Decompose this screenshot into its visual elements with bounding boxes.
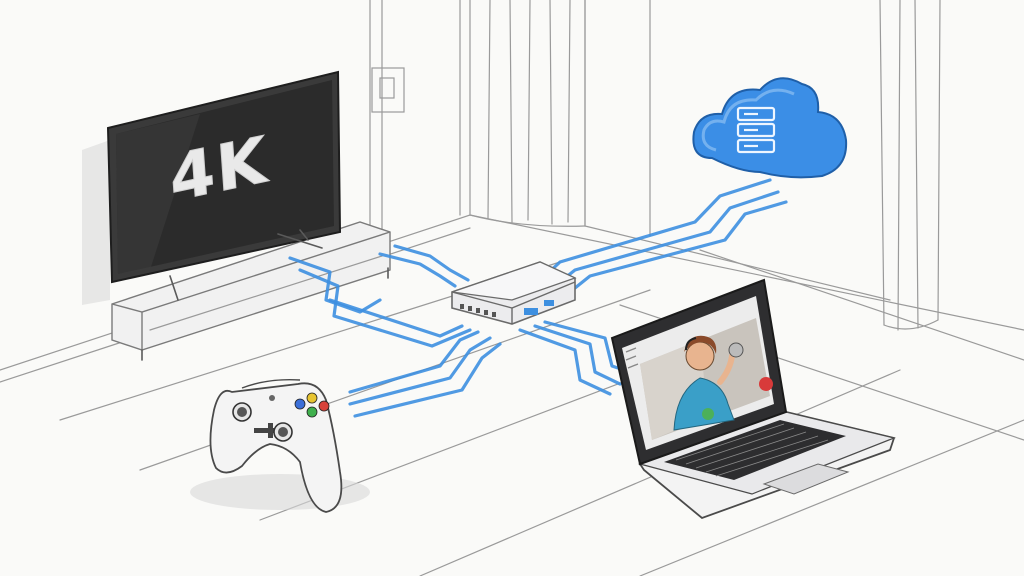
network-hub-icon [451,261,577,325]
network-cables [288,178,788,418]
laptop-keyboard [664,420,846,480]
laptop-icon [610,278,896,520]
cloud-server-stack [736,106,776,154]
video-call-person [673,335,744,431]
tv-stand [111,221,391,361]
game-controller-icon [190,378,370,513]
laptop-trackpad [762,463,850,495]
end-call-icon [759,377,773,391]
cloud-server-icon [692,77,848,179]
television-icon: 4K [106,70,342,301]
